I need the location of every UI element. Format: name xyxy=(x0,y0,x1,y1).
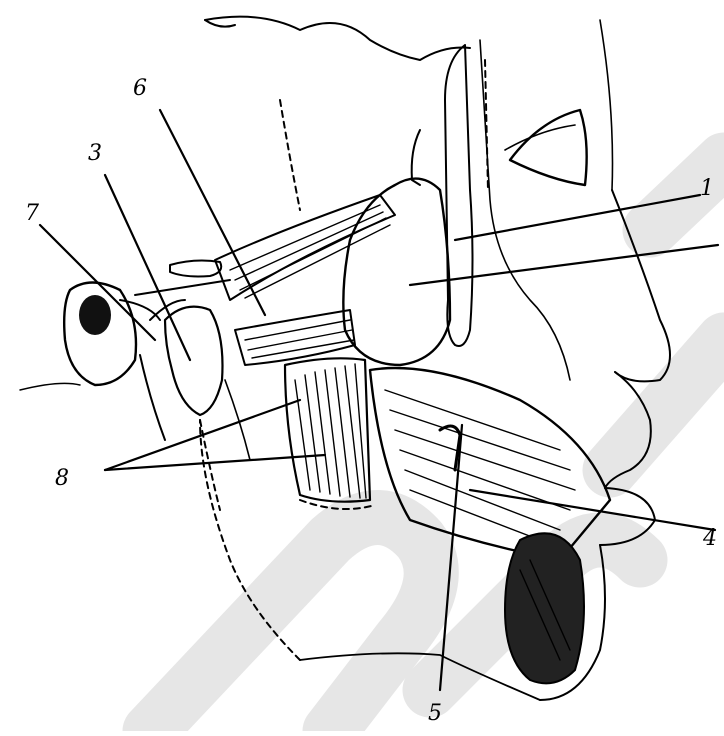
mandible-ramus xyxy=(200,380,250,510)
label-5: 5 xyxy=(428,701,442,726)
watermark xyxy=(150,160,724,731)
pterygoid-muscles xyxy=(215,195,395,365)
label-7: 7 xyxy=(25,201,39,226)
label-4: 4 xyxy=(702,526,717,551)
label-8: 8 xyxy=(55,466,69,491)
leader-line-1b xyxy=(410,245,718,285)
orbit xyxy=(505,110,587,185)
leader-line-6 xyxy=(160,110,265,315)
label-3: 3 xyxy=(88,141,102,166)
maxillary-sinus xyxy=(343,179,450,365)
nasal-structures xyxy=(412,40,570,380)
label-6: 6 xyxy=(133,76,147,101)
label-1: 1 xyxy=(700,176,714,201)
masseter-muscle xyxy=(285,358,375,509)
chin-muscle xyxy=(505,533,584,683)
ear-region xyxy=(64,283,165,441)
ear-canal xyxy=(79,295,111,335)
